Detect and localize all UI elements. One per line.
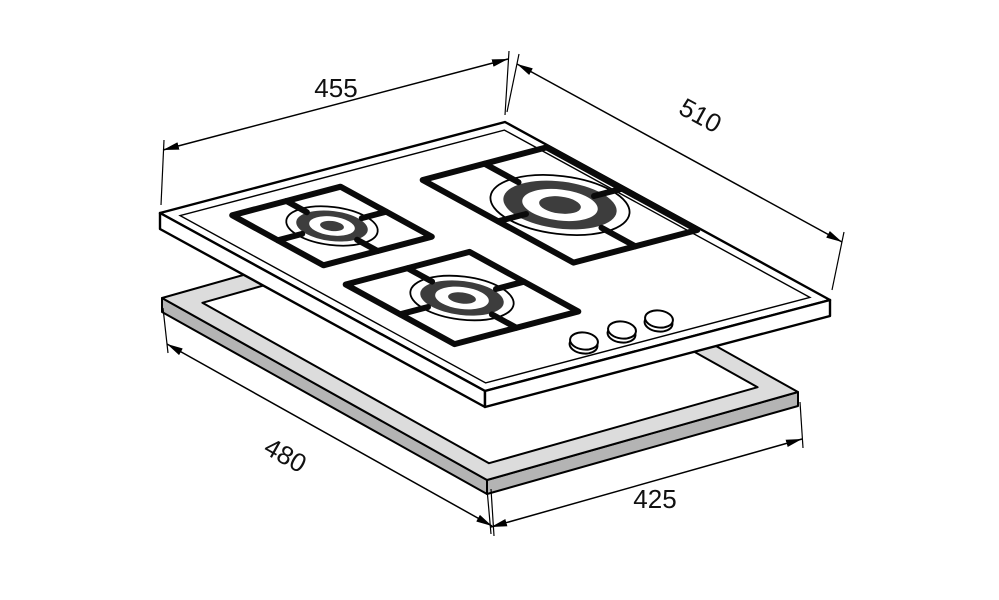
knob-top (607, 320, 637, 340)
extension-line (486, 488, 492, 535)
dim-label-hob-depth: 455 (314, 73, 357, 103)
dimension-line (516, 63, 843, 243)
dimension-455: 455 (160, 50, 510, 206)
grate-finger (283, 198, 310, 216)
grate-finger (397, 304, 431, 318)
burner-left (285, 205, 379, 247)
extension-line (506, 53, 520, 113)
control-knobs (568, 309, 674, 355)
dim-label-cutout-depth: 425 (633, 484, 676, 514)
burner-front (409, 274, 515, 322)
extension-line (490, 488, 495, 537)
extension-line (831, 231, 845, 291)
burner-front-center (448, 292, 476, 304)
grate-frame (229, 183, 435, 269)
dimension-line (162, 58, 509, 151)
grate-frame (342, 248, 582, 348)
knob (606, 320, 637, 344)
knob (643, 309, 674, 333)
burner-left-center (320, 220, 344, 232)
dimension-line (166, 343, 493, 527)
grate-finger (354, 236, 381, 254)
dimension-line (490, 438, 803, 528)
grate-finger (488, 311, 520, 331)
knob-top (644, 309, 674, 329)
grate-finger (404, 265, 436, 285)
dimension-425: 425 (490, 401, 804, 537)
extension-line (799, 401, 804, 449)
cutout-side-right-face (486, 391, 799, 495)
grate-finger (481, 160, 522, 186)
grate-finger (358, 208, 390, 222)
grate-finger (274, 230, 306, 244)
grate-finger (493, 278, 527, 292)
knob (568, 331, 599, 355)
knob-top (569, 331, 599, 351)
dim-label-cutout-width: 480 (259, 431, 312, 478)
pan-support-left (229, 183, 435, 269)
pan-support-front (342, 248, 582, 348)
extension-line (160, 139, 165, 206)
dim-label-hob-width: 510 (674, 92, 726, 139)
